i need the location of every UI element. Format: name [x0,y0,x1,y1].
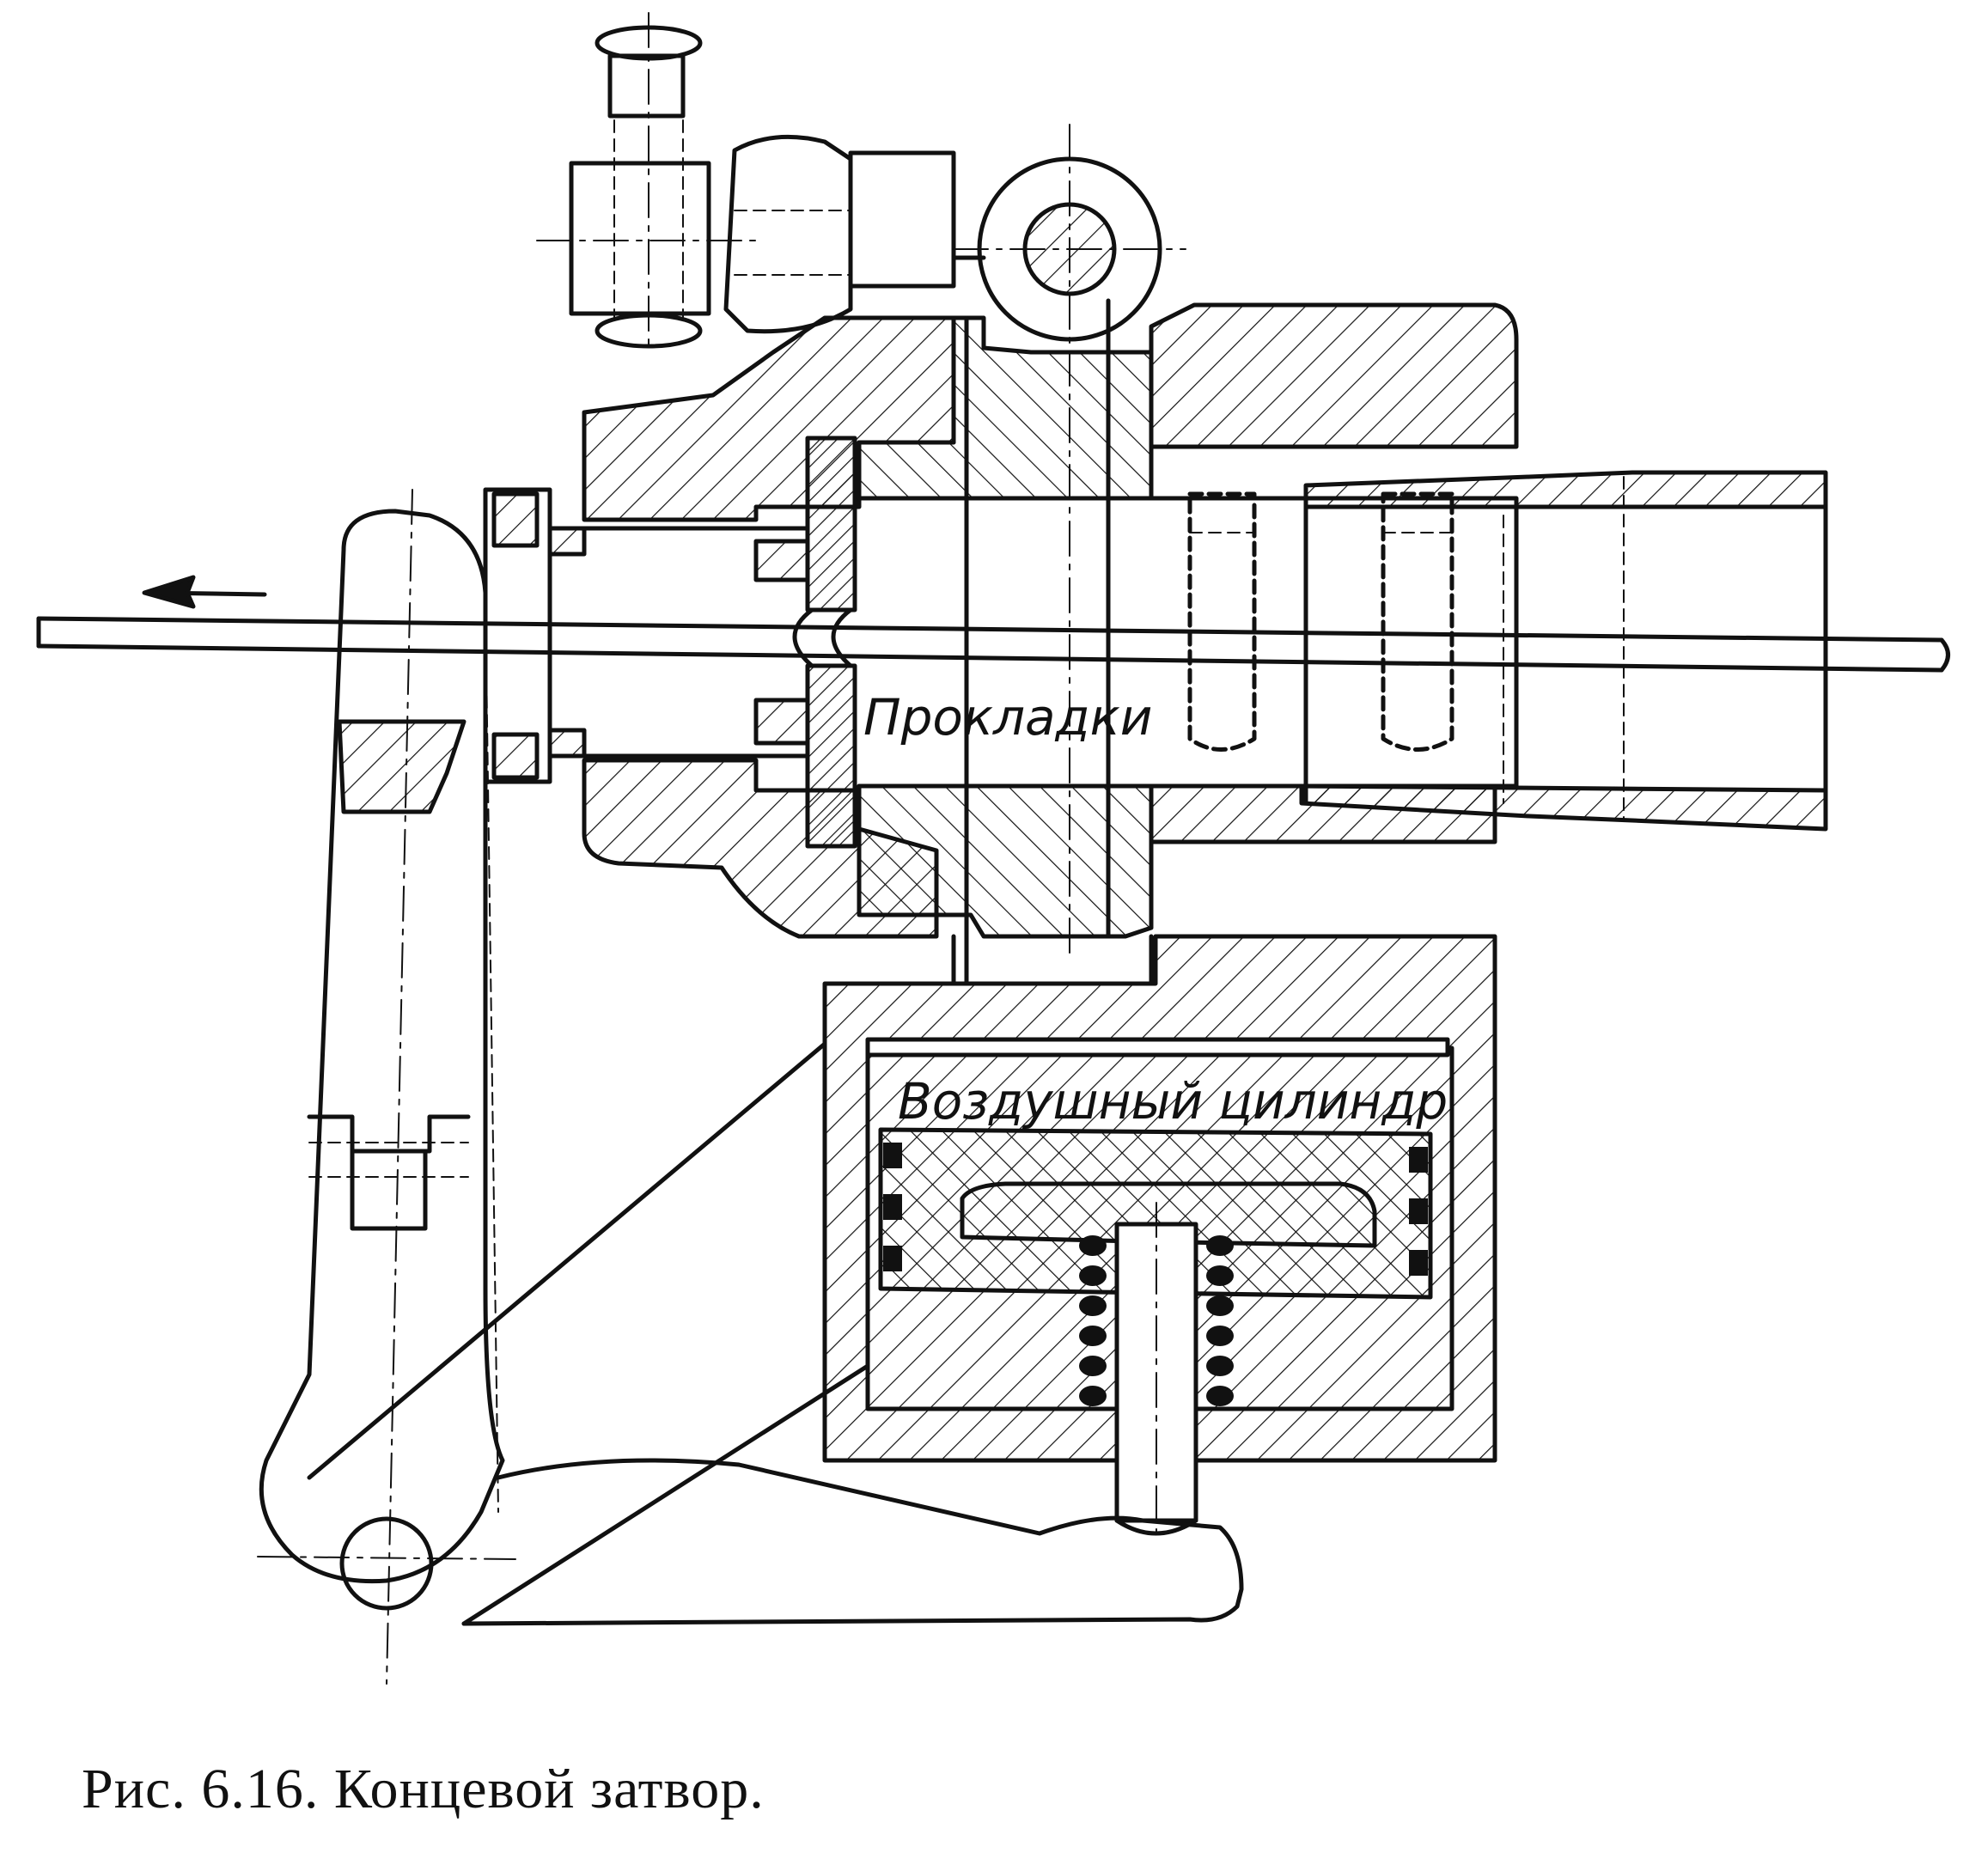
gasket-stack-bottom [805,663,857,849]
air-cylinder [461,934,1497,1626]
link-bar [848,150,956,289]
bore-outline [857,496,1519,789]
top-clamp-assembly [536,12,1186,954]
clamp-bolt-top [607,53,686,119]
direction-arrow [142,575,267,609]
sleeve-bottom [753,698,810,746]
front-cap [483,487,587,784]
figure-caption: Рис. 6.16. Концевой затвор. [82,1758,765,1820]
lever-hatch-upper [337,719,467,814]
pressure-shoe [461,1458,1244,1626]
cap-thread-bottom [547,728,587,759]
housing-upper-right [1149,302,1519,449]
sleeve-top [753,539,810,582]
lever-outline [259,509,505,1584]
air-cylinder-label: Воздушный цилиндр [898,1072,1448,1131]
lever-slot [307,1114,471,1154]
seal-housing [582,302,1519,939]
lever-arm [257,489,870,1685]
bore [547,496,1519,789]
set-screw-2 [1381,491,1454,752]
inlet-tube [1187,470,1828,832]
wire [36,616,1950,673]
cap-thread-top [547,526,587,557]
clamp-block [569,161,711,316]
gaskets-label: Прокладки [863,688,1152,747]
guide-lines [951,298,1154,986]
set-screw-1 [1187,491,1257,752]
gasket-stack-top [805,436,857,613]
lever-pivot [339,1516,434,1611]
lever-link [307,1041,870,1626]
spring [1079,1235,1234,1406]
cylinder-cover [865,1037,1450,1058]
rod-end-body [723,134,853,334]
